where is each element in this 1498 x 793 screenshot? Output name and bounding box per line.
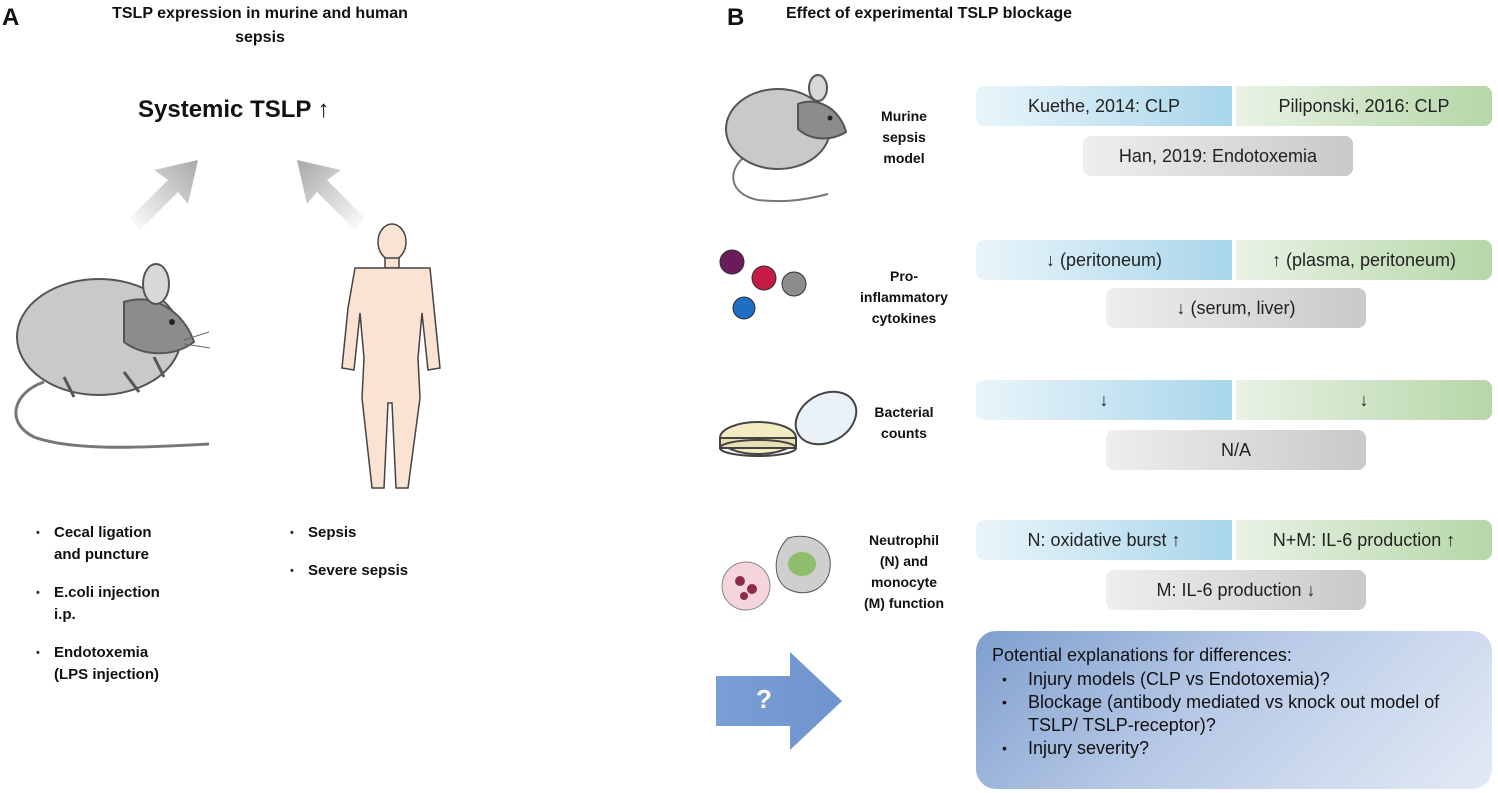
mouse-model-item: Cecal ligation and puncture xyxy=(30,522,240,566)
panel-b-title: Effect of experimental TSLP blockage xyxy=(786,5,1073,22)
mouse-model-item: Endotoxemia (LPS injection) xyxy=(30,642,240,686)
bar-bacteria-kuethe: ↓ xyxy=(976,380,1232,420)
bar-function-kuethe: N: oxidative burst ↑ xyxy=(976,520,1232,560)
row-label-bacterial-counts: Bacterial counts xyxy=(874,404,934,441)
bar-cytokines-kuethe: ↓ (peritoneum) xyxy=(976,240,1232,280)
explanation-item: Blockage (antibody mediated vs knock out… xyxy=(992,691,1476,737)
human-sepsis-item: Sepsis xyxy=(284,522,464,544)
row-label-cell-function: Neutrophil (N) and monocyte (M) function xyxy=(863,532,945,611)
panel-a-letter: A xyxy=(2,4,20,31)
row-label-murine-model: Murine sepsis model xyxy=(881,108,927,166)
bar-cytokines-han: ↓ (serum, liver) xyxy=(1106,288,1366,328)
bar-function-han: M: IL-6 production ↓ xyxy=(1106,570,1366,610)
explanations-box: Potential explanations for differences: … xyxy=(976,631,1492,789)
systemic-tslp-heading: Systemic TSLP ↑ xyxy=(138,96,330,123)
human-sepsis-list: Sepsis Severe sepsis xyxy=(284,522,464,598)
petri-dish-icon xyxy=(719,390,858,457)
panel-a-title-line2: sepsis xyxy=(235,29,285,46)
explanations-title: Potential explanations for differences: xyxy=(992,645,1292,665)
question-mark: ? xyxy=(756,684,772,714)
explanation-item: Injury models (CLP vs Endotoxemia)? xyxy=(992,668,1476,691)
bar-cytokines-piliponski: ↑ (plasma, peritoneum) xyxy=(1236,240,1492,280)
cytokines-icon xyxy=(719,249,807,320)
row-label-cytokines: Pro- inflammatory cytokines xyxy=(860,268,948,326)
up-left-arrow-icon xyxy=(297,160,365,230)
panel-a-title: TSLP expression in murine and human seps… xyxy=(30,2,490,50)
bar-piliponski-2016: Piliponski, 2016: CLP xyxy=(1236,86,1492,126)
question-arrow-icon xyxy=(716,652,842,750)
bar-bacteria-piliponski: ↓ xyxy=(1236,380,1492,420)
mouse-model-item: E.coli injection i.p. xyxy=(30,582,240,626)
bar-bacteria-han: N/A xyxy=(1106,430,1366,470)
up-right-arrow-icon xyxy=(130,160,198,230)
upward-arrows xyxy=(130,160,365,230)
human-figure-illustration xyxy=(341,223,441,489)
bar-kuethe-2014: Kuethe, 2014: CLP xyxy=(976,86,1232,126)
mouse-model-list: Cecal ligation and puncture E.coli injec… xyxy=(30,522,240,702)
panel-b-letter: B xyxy=(727,4,745,31)
small-mouse-icon xyxy=(725,74,848,203)
mouse-illustration xyxy=(14,263,211,449)
bar-han-2019: Han, 2019: Endotoxemia xyxy=(1083,136,1353,176)
human-sepsis-item: Severe sepsis xyxy=(284,560,464,582)
immune-cells-icon xyxy=(721,535,831,611)
explanation-item: Injury severity? xyxy=(992,737,1476,760)
panel-a-title-line1: TSLP expression in murine and human xyxy=(112,5,408,22)
bar-function-piliponski: N+M: IL-6 production ↑ xyxy=(1236,520,1492,560)
